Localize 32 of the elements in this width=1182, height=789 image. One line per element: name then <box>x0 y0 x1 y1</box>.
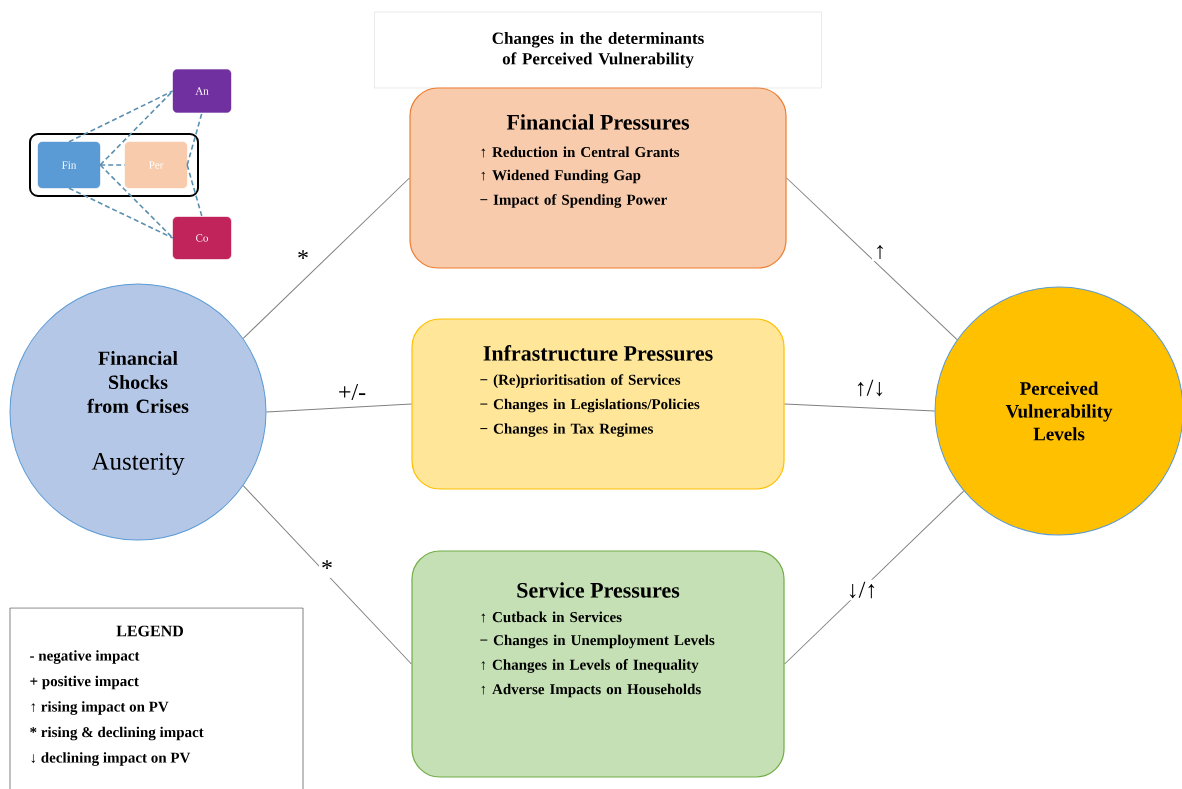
edge-label: * <box>295 248 311 268</box>
connector-line <box>99 164 126 166</box>
legend-entry: ↓ declining impact on PV <box>31 752 191 766</box>
connector-line <box>186 164 203 218</box>
edge-label: ↓/↑ <box>844 579 880 601</box>
connector-line <box>68 187 174 239</box>
connector-line <box>186 111 203 166</box>
connector-line <box>99 164 174 239</box>
topic-box: An <box>172 69 232 113</box>
legend-entry: + positive impact <box>30 675 139 690</box>
group-box <box>29 133 199 197</box>
pressure-box: Financial Pressures ↑ Reduction in Central Grants ↑ Widened Funding Gap − Impact of Spending Power <box>409 87 787 269</box>
edge-label: +/- <box>335 382 369 403</box>
legend-entry: * rising & declining impact <box>30 726 204 741</box>
connector-line <box>68 90 174 143</box>
pressure-box: Service Pressures ↑ Cutback in Services − Changes in Unemployment Levels ↑ Changes in Levels of Inequality ↑ Adverse Impacts on Households <box>411 550 785 778</box>
edge-label: ↑ <box>872 242 888 262</box>
connector-line <box>242 485 412 665</box>
legend-entry: ↑ rising impact on PV <box>31 701 169 715</box>
connector-line <box>266 403 412 413</box>
connector-line <box>99 90 174 166</box>
edge-label: ↑/↓ <box>852 377 888 399</box>
pressure-box: Infrastructure Pressures − (Re)prioritisation of Services − Changes in Legislations/Policies − Changes in Tax Regimes <box>411 318 785 490</box>
topic-box: Fin <box>37 141 101 189</box>
connector-line <box>784 403 935 412</box>
topic-box: Co <box>172 216 232 260</box>
edge-label: * <box>319 558 335 578</box>
connector-line <box>242 177 410 339</box>
topic-box: Per <box>124 141 188 189</box>
legend-entry: - negative impact <box>30 650 140 664</box>
connector-line <box>786 177 958 341</box>
connector-line <box>784 490 965 665</box>
